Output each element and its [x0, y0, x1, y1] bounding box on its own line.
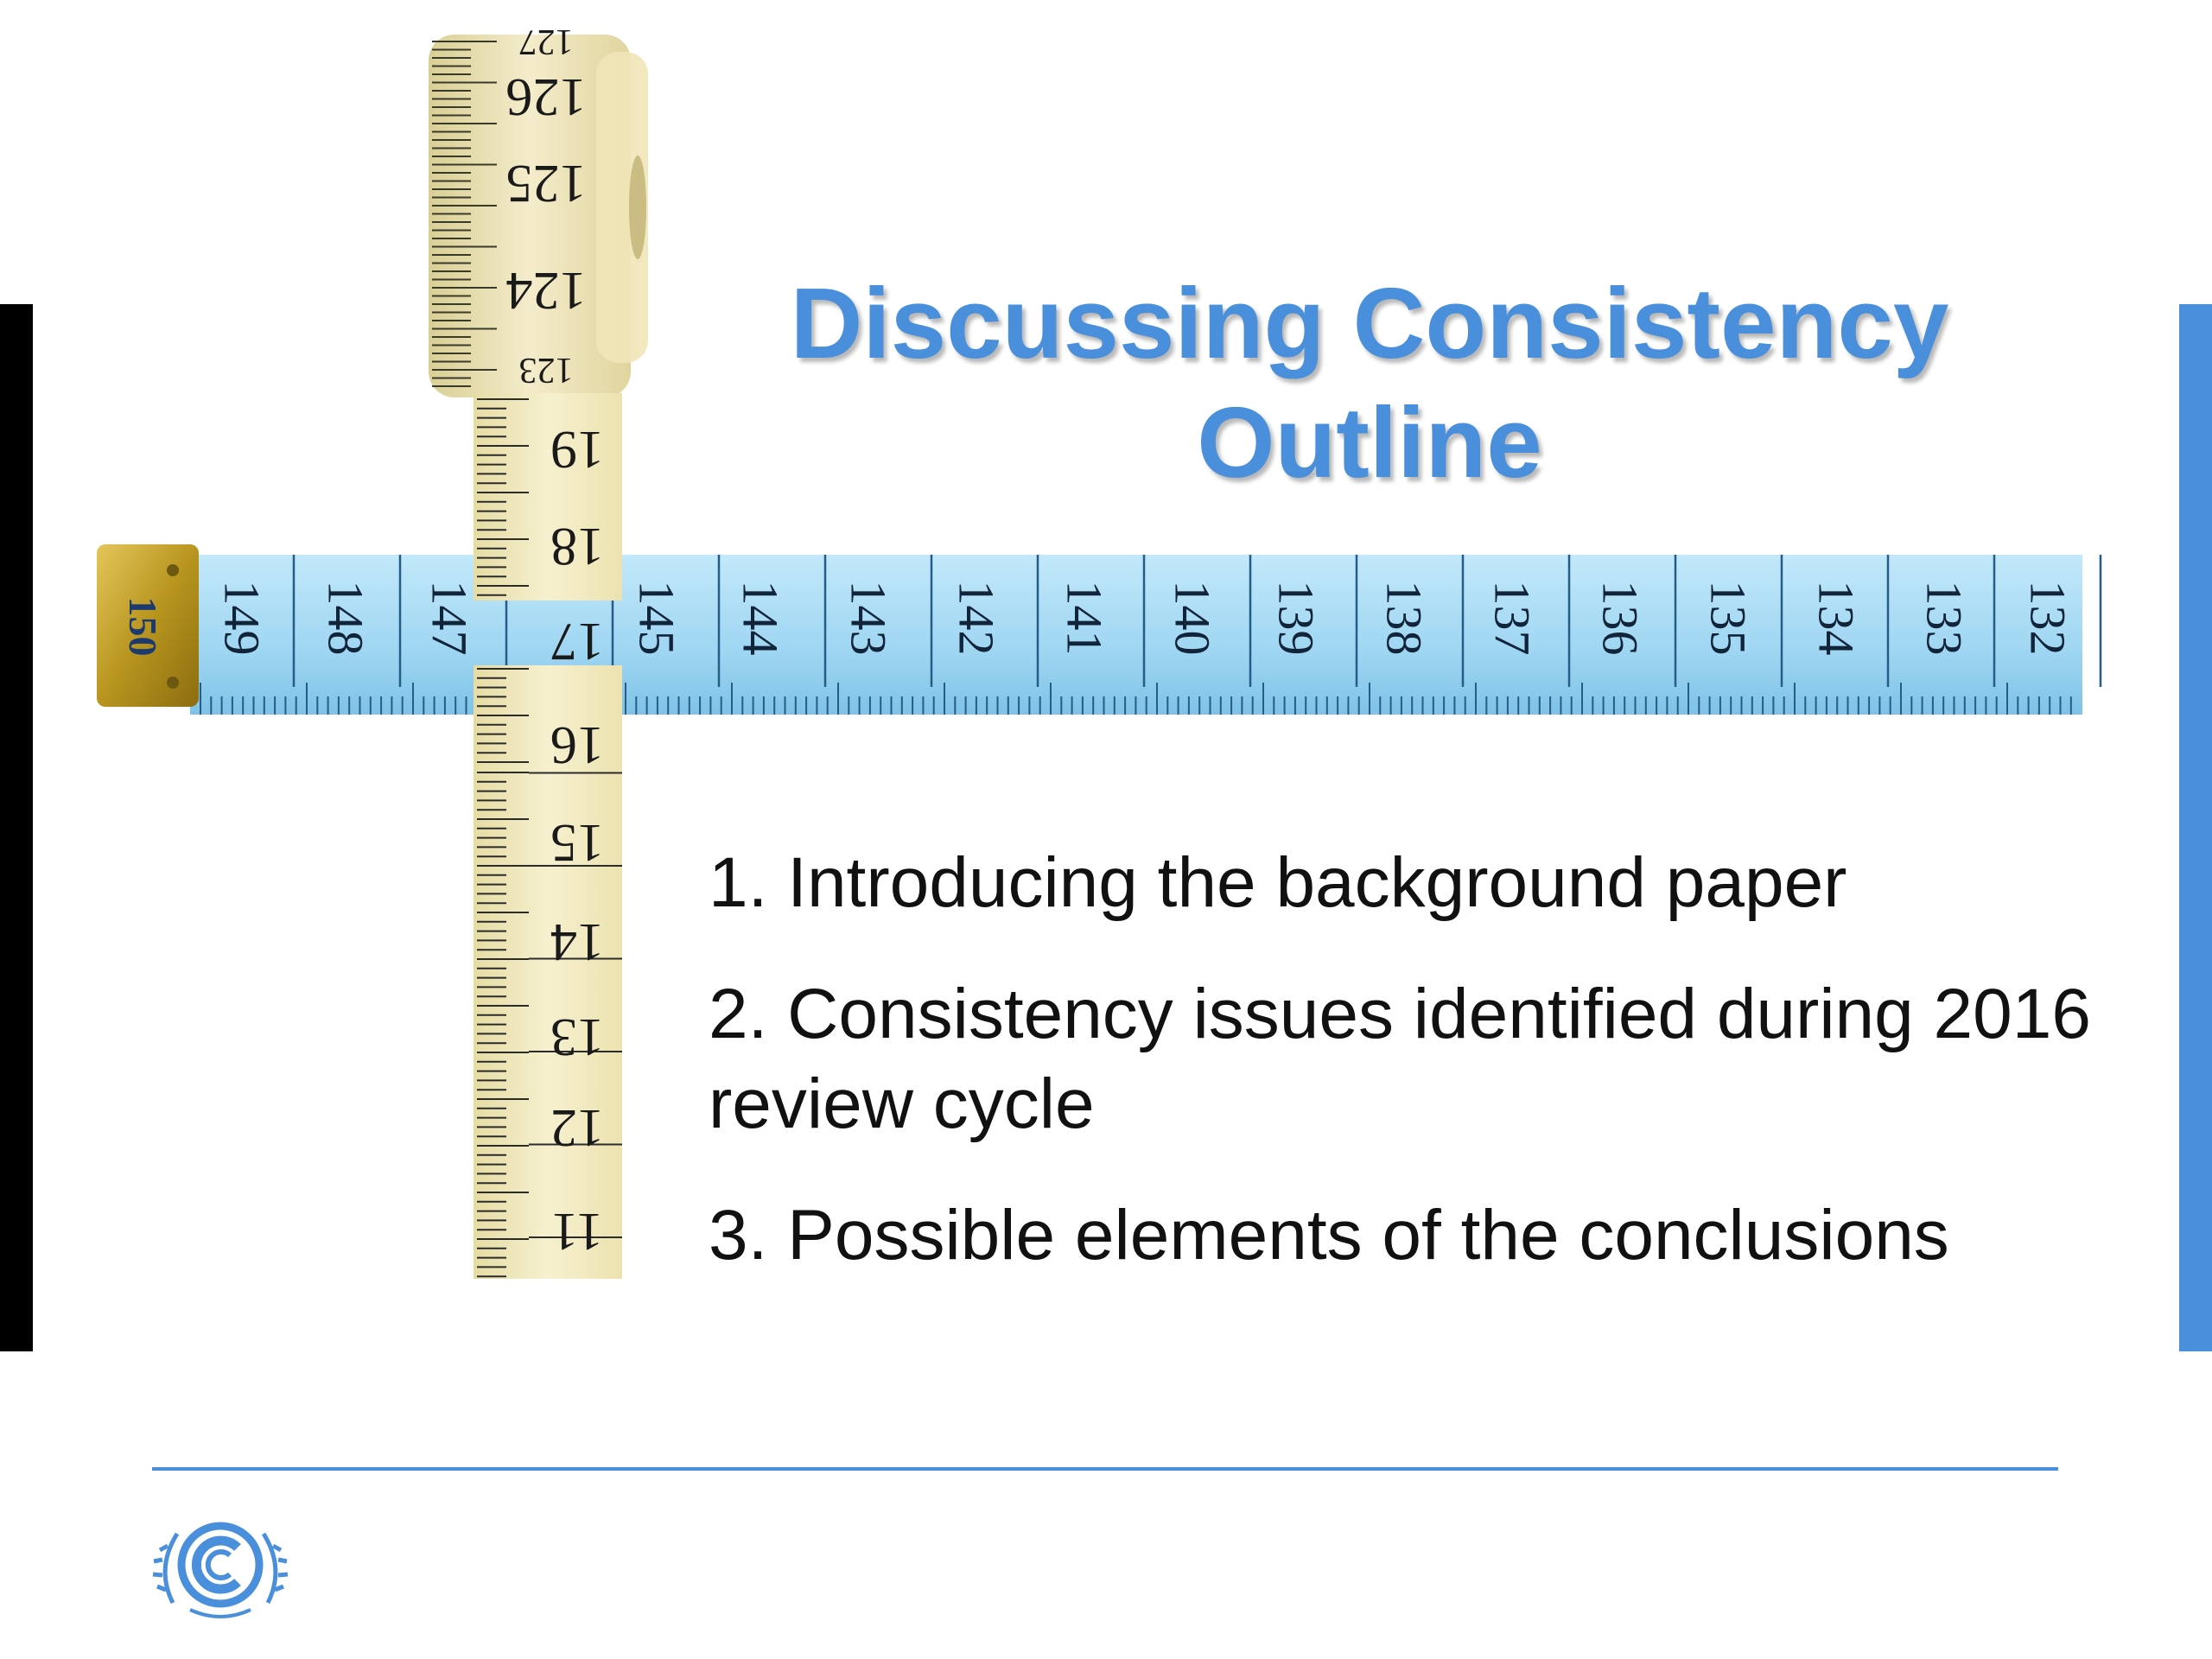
tape-horizontal-number: 141: [1057, 581, 1113, 656]
footer-divider: [152, 1467, 2058, 1471]
tape-roll: [429, 35, 631, 397]
tape-horizontal-number: 134: [1808, 581, 1865, 656]
tape-vertical-number: 127: [519, 22, 574, 61]
outline-item-1: 1. Introducing the background paper: [709, 843, 1847, 922]
tape-vertical-number: 16: [550, 715, 604, 774]
tape-horizontal-number: 139: [1268, 581, 1325, 656]
tape-vertical-number: 18: [550, 517, 604, 575]
tape-horizontal-number: 148: [318, 581, 374, 656]
tape-horizontal-number: 142: [949, 581, 1005, 656]
tape-vertical-number: 123: [519, 350, 574, 390]
tape-vertical-number: 12: [550, 1098, 604, 1157]
tape-horizontal-number: 147: [422, 581, 478, 656]
tape-horizontal-number: 138: [1376, 581, 1433, 656]
tape-horizontal-number: 133: [1916, 581, 1973, 656]
outline-item-3: 3. Possible elements of the conclusions: [709, 1196, 1949, 1274]
title-line-1: Discussing Consistency: [790, 267, 1949, 379]
tape-horizontal-number: 135: [1700, 581, 1757, 656]
outline-list: 1. Introducing the background paper 2. C…: [709, 838, 2160, 1322]
tape-metal-clip: [97, 544, 199, 707]
tape-vertical-number: 11: [551, 1202, 603, 1261]
unfccc-logo-icon: [152, 1522, 289, 1618]
tape-horizontal-number: 137: [1484, 581, 1541, 656]
left-accent-bar: [0, 304, 33, 1351]
tape-horizontal-number: 143: [841, 581, 897, 656]
outline-item-2: 2. Consistency issues identified during …: [709, 975, 2091, 1143]
tape-vertical-number: 126: [506, 67, 587, 126]
tape-horizontal-number: 132: [2020, 581, 2076, 656]
tape-horizontal-number: 145: [629, 581, 685, 656]
tape-horizontal-number: 144: [733, 581, 789, 656]
clip-number-label: 150: [121, 597, 165, 657]
tape-horizontal-number: 140: [1165, 581, 1221, 656]
title-line-2: Outline: [1197, 386, 1542, 499]
tape-vertical-number: 17: [550, 612, 604, 671]
tape-horizontal-number: 136: [1592, 581, 1649, 656]
tape-vertical-number: 19: [550, 420, 604, 479]
tape-vertical-number: 15: [550, 813, 604, 872]
right-accent-bar: [2179, 304, 2212, 1351]
slide-title: Discussing Consistency Outline: [778, 264, 1961, 502]
tape-vertical-number: 14: [550, 912, 604, 971]
tape-horizontal-number: 149: [214, 581, 270, 656]
tape-vertical-number: 125: [506, 154, 587, 213]
tape-vertical-number: 124: [506, 261, 587, 320]
tape-vertical-number: 13: [550, 1007, 604, 1066]
